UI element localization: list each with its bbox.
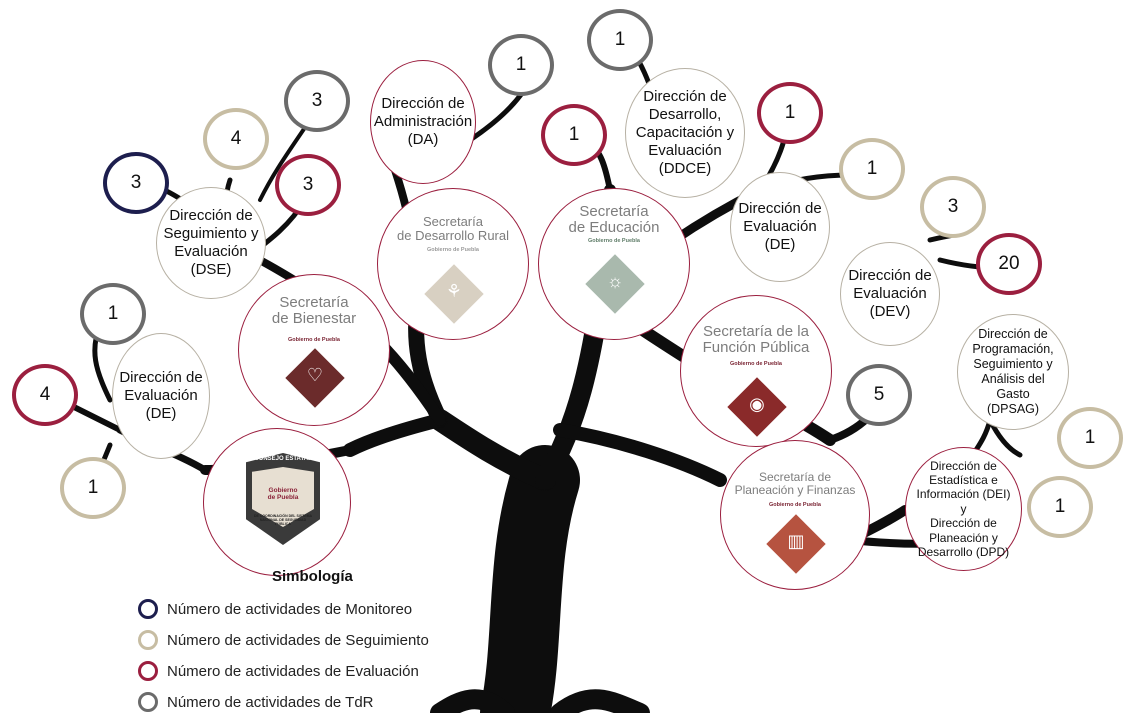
eye-icon: ◉ [749, 394, 765, 414]
bar-chart-icon: ▥ [787, 531, 805, 551]
unit-dpsag: Dirección de Programación, Seguimiento y… [957, 314, 1069, 430]
counter-ring: 5 [846, 364, 912, 426]
counter-value: 1 [866, 158, 878, 179]
hands-heart-icon: ♡ [306, 365, 324, 385]
unit-da: Dirección de Administración (DA) [370, 60, 476, 184]
counter-ring: 3 [284, 70, 350, 132]
secretaria-desarrollo-rural-name: Secretaría de Desarrollo Rural [397, 214, 509, 243]
counter-value: 20 [998, 253, 1020, 274]
legend-item-seguimiento: Número de actividades de Seguimiento [138, 629, 429, 651]
unit-dse: Dirección de Seguimiento y Evaluación (D… [156, 187, 266, 299]
legend-label: Número de actividades de Monitoreo [167, 600, 413, 618]
counter-ring: 1 [60, 457, 126, 519]
counter-value: 1 [515, 54, 527, 75]
secretaria-planeacion-finanzas-sub: Gobierno de Puebla [769, 502, 821, 508]
consejo-estatal-seal: CONSEJO ESTATAL Gobierno de Puebla DE CO… [246, 453, 320, 545]
unit-de-right: Dirección de Evaluación (DE) [730, 172, 830, 282]
counter-value: 1 [87, 477, 99, 498]
counter-value: 1 [1084, 427, 1096, 448]
counter-value: 1 [568, 124, 580, 145]
secretaria-bienestar: Secretaría de Bienestar Gobierno de Pueb… [238, 274, 390, 426]
counter-value: 3 [311, 90, 323, 111]
sunrise-icon: ☼ [606, 271, 624, 291]
consejo-estatal-gob: Gobierno de Puebla [267, 487, 299, 501]
counter-ring: 1 [757, 82, 823, 144]
counter-value: 5 [873, 384, 885, 405]
consejo-estatal-seal-circle: CONSEJO ESTATAL Gobierno de Puebla DE CO… [203, 428, 351, 576]
counter-ring: 1 [839, 138, 905, 200]
wheat-icon: ⚘ [445, 281, 463, 301]
legend-label: Número de actividades de TdR [167, 693, 374, 711]
unit-dev: Dirección de Evaluación (DEV) [840, 242, 940, 346]
counter-value: 1 [1054, 496, 1066, 517]
unit-dei-dpd: Dirección de Estadística e Información (… [905, 447, 1022, 571]
legend-item-tdr: Número de actividades de TdR [138, 691, 374, 713]
counter-ring: 1 [541, 104, 607, 166]
secretaria-bienestar-name: Secretaría de Bienestar [271, 294, 357, 327]
counter-ring: 4 [203, 108, 269, 170]
counter-value: 4 [230, 128, 242, 149]
legend-label: Número de actividades de Seguimiento [167, 631, 429, 649]
unit-ddce: Dirección de Desarrollo, Capacitación y … [625, 68, 745, 198]
counter-ring: 1 [1027, 476, 1093, 538]
counter-ring: 1 [587, 9, 653, 71]
counter-ring: 4 [12, 364, 78, 426]
secretaria-educacion: Secretaría de Educación Gobierno de Pueb… [538, 188, 690, 340]
legend-ring [138, 599, 158, 619]
counter-ring: 20 [976, 233, 1042, 295]
counter-value: 3 [130, 172, 142, 193]
counter-ring: 1 [488, 34, 554, 96]
counter-value: 1 [107, 303, 119, 324]
legend-ring [138, 630, 158, 650]
legend-ring [138, 692, 158, 712]
counter-ring: 1 [80, 283, 146, 345]
counter-ring: 3 [920, 176, 986, 238]
counter-value: 3 [947, 196, 959, 217]
secretaria-planeacion-finanzas-name: Secretaría de Planeación y Finanzas [734, 470, 856, 497]
counter-value: 3 [302, 174, 314, 195]
counter-value: 1 [614, 29, 626, 50]
secretaria-bienestar-sub: Gobierno de Puebla [288, 337, 340, 343]
counter-ring: 3 [103, 152, 169, 214]
secretaria-desarrollo-rural-sub: Gobierno de Puebla [427, 247, 479, 253]
secretaria-educacion-name: Secretaría de Educación [568, 203, 660, 236]
consejo-estatal-title: CONSEJO ESTATAL [254, 456, 312, 462]
secretaria-funcion-publica-sub: Gobierno de Puebla [730, 361, 782, 367]
counter-ring: 1 [1057, 407, 1123, 469]
secretaria-desarrollo-rural: Secretaría de Desarrollo Rural Gobierno … [377, 188, 529, 340]
legend-item-monitoreo: Número de actividades de Monitoreo [138, 598, 412, 620]
legend-label: Número de actividades de Evaluación [167, 662, 419, 680]
secretaria-funcion-publica-name: Secretaría de la Función Pública [702, 323, 810, 356]
legend-item-evaluacion: Número de actividades de Evaluación [138, 660, 419, 682]
counter-ring: 3 [275, 154, 341, 216]
secretaria-planeacion-finanzas: Secretaría de Planeación y Finanzas Gobi… [720, 440, 870, 590]
unit-de-left: Dirección de Evaluación (DE) [112, 333, 210, 459]
counter-value: 4 [39, 384, 51, 405]
legend-title: Simbología [272, 568, 353, 585]
secretaria-funcion-publica: Secretaría de la Función Pública Gobiern… [680, 295, 832, 447]
legend-ring [138, 661, 158, 681]
secretaria-educacion-sub: Gobierno de Puebla [588, 238, 640, 244]
counter-value: 1 [784, 102, 796, 123]
consejo-estatal-footer: DE COORDINACIÓN DEL SISTEMA NACIONAL DE … [253, 514, 313, 526]
